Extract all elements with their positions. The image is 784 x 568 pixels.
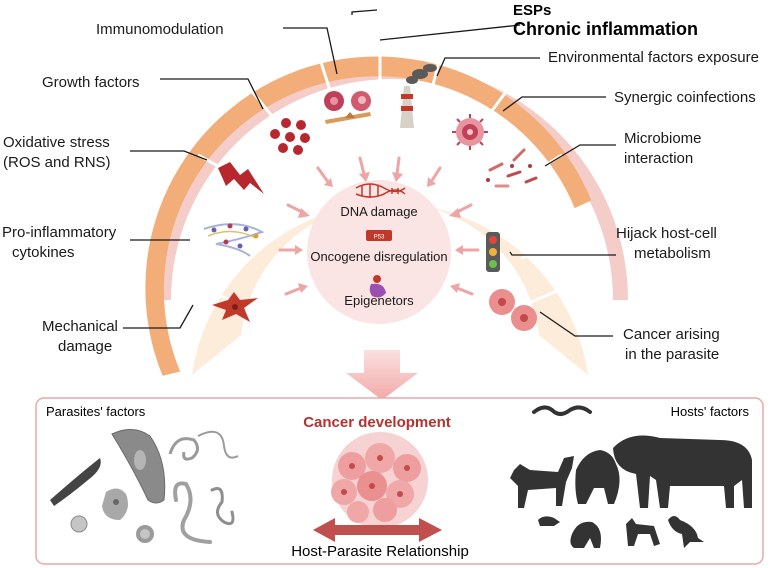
label-mechanical-1: Mechanical [42, 318, 118, 335]
cancer-development-title: Cancer development [303, 414, 451, 431]
bacteria-icon [486, 148, 538, 188]
cell-cluster-icon [270, 118, 310, 155]
host-illustrations [510, 405, 752, 548]
label-immunomodulation: Immunomodulation [96, 21, 224, 38]
label-microbiome-2: interaction [624, 150, 693, 167]
egg-icon [70, 515, 88, 533]
snake-icon [532, 405, 592, 416]
lightning-icon [218, 162, 264, 194]
label-microbiome-1: Microbiome [624, 130, 702, 147]
esps-heading: ESPs [513, 2, 551, 19]
monkey-icon [575, 450, 620, 504]
center-dna-damage: DNA damage [340, 204, 417, 219]
double-arrow [313, 518, 442, 542]
dog-icon [510, 456, 574, 508]
label-hijack-1: Hijack host-cell [616, 225, 717, 242]
chronic-inflammation-heading: Chronic inflammation [513, 19, 698, 39]
label-cancer-parasite-1: Cancer arising [623, 326, 720, 343]
traffic-light-icon [486, 232, 500, 272]
label-oxidative-stress-1: Oxidative stress [3, 134, 110, 151]
macrophage-icon [324, 91, 371, 124]
dna-icon [355, 183, 406, 198]
tumor-icon [331, 432, 428, 528]
label-mechanical-2: damage [58, 338, 112, 355]
cytokine-network-icon [203, 223, 265, 257]
label-oxidative-stress-2: (ROS and RNS) [3, 154, 111, 171]
small-monkey-icon [570, 521, 601, 548]
label-cancer-parasite-2: in the parasite [625, 346, 719, 363]
label-synergic: Synergic coinfections [614, 89, 756, 106]
parasites-factors-label: Parasites' factors [46, 404, 146, 419]
hosts-factors-label: Hosts' factors [671, 404, 750, 419]
label-cytokines-2: cytokines [12, 244, 75, 261]
hookworm-icon [168, 437, 199, 461]
damaged-cell-icon [212, 292, 258, 322]
center-oncogene: Oncogene disregulation [310, 249, 447, 264]
label-environmental: Environmental factors exposure [548, 49, 759, 66]
cow-icon [613, 435, 752, 508]
dividing-cell-icon [489, 289, 537, 331]
flatworm-icon [50, 458, 101, 506]
histone-icon [369, 275, 386, 298]
label-cytokines-1: Pro-inflammatory [2, 224, 117, 241]
roundworm-icon [173, 481, 212, 544]
factory-icon [400, 64, 437, 128]
inward-arrows [278, 156, 480, 296]
coiled-worm-icon [210, 487, 235, 526]
p53-label: P53 [374, 235, 385, 241]
factor-wheel [182, 40, 588, 375]
bird-icon [668, 516, 704, 548]
big-down-arrow [346, 350, 418, 400]
center-circle [307, 180, 451, 324]
leader-lines [123, 9, 616, 337]
relationship-label: Host-Parasite Relationship [291, 543, 469, 560]
virus-icon [452, 114, 488, 150]
center-epigenetors: Epigenetors [344, 293, 414, 308]
p53-icon: P53 [366, 230, 392, 241]
parasite-illustrations [50, 429, 239, 544]
mouse-icon [538, 516, 560, 526]
label-growth-factors: Growth factors [42, 74, 140, 91]
label-hijack-2: metabolism [634, 245, 711, 262]
cat-icon [626, 518, 660, 546]
thin-worm-icon [197, 430, 239, 459]
